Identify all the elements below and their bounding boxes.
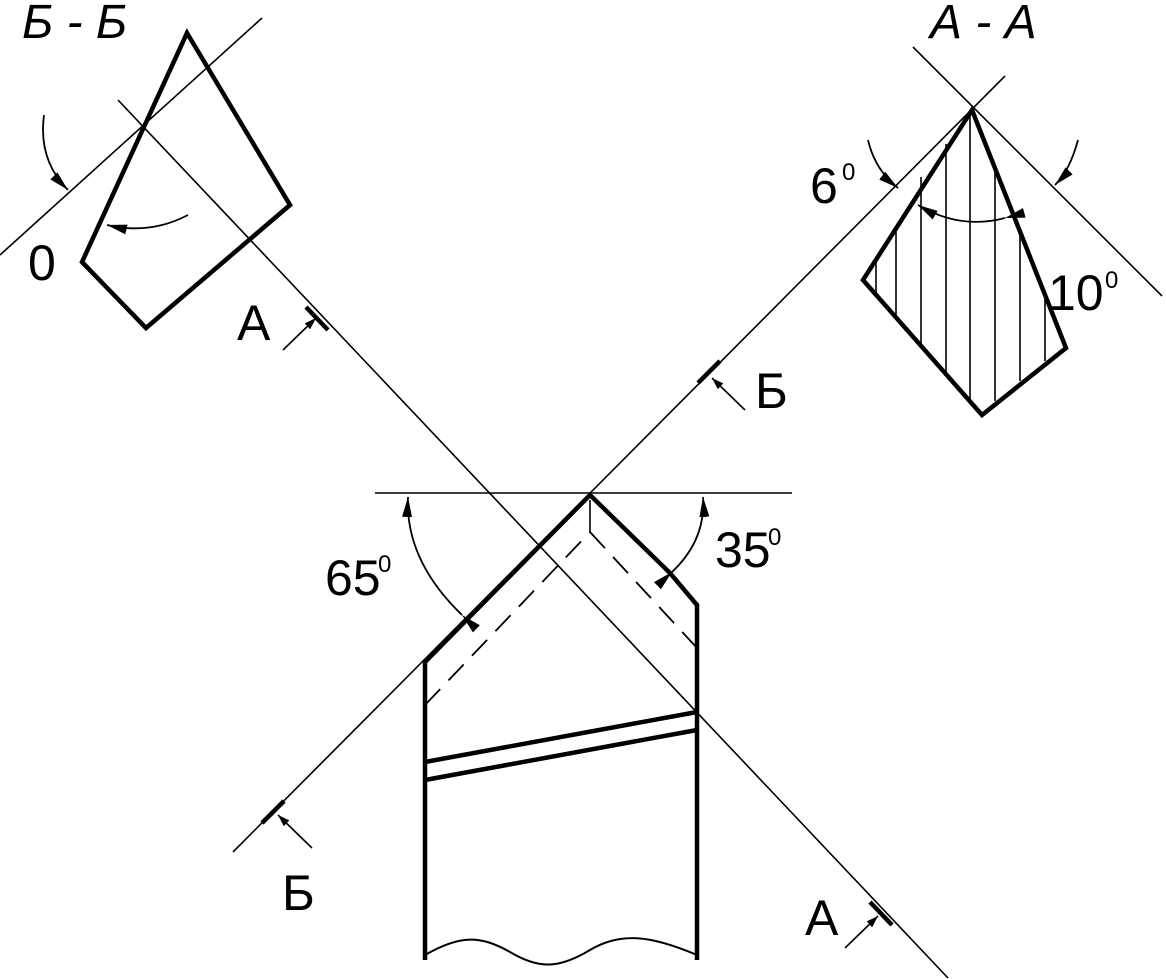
section-b-view: Б - Б 0 bbox=[0, 0, 293, 332]
hidden-edge-right bbox=[589, 531, 698, 649]
angle-6-arc bbox=[917, 204, 1026, 223]
angle-6-arrow-left bbox=[867, 139, 899, 189]
section-line-a bbox=[117, 99, 949, 979]
angle-10-degree: 0 bbox=[1105, 267, 1118, 294]
section-b-arrow-inner bbox=[106, 214, 189, 235]
tool-main-view: 65 0 35 0 bbox=[117, 75, 1006, 979]
section-a-outline bbox=[860, 105, 1069, 419]
section-b-outline bbox=[79, 28, 293, 332]
cut-a-lower-label: А bbox=[805, 890, 839, 946]
insert-line-lower bbox=[424, 727, 698, 783]
section-b-title: Б - Б bbox=[22, 0, 127, 49]
tool-body-outline bbox=[422, 491, 700, 960]
angle-65-arc bbox=[402, 496, 480, 633]
section-b-arrow-outer bbox=[42, 114, 69, 191]
cut-marker-b-lower: Б bbox=[260, 799, 315, 921]
angle-65-degree: 0 bbox=[378, 551, 391, 578]
angle-35-arc bbox=[654, 496, 710, 590]
angle-6-degree: 0 bbox=[842, 159, 855, 186]
angle-10-label: 10 bbox=[1048, 265, 1104, 321]
section-a-title: А - А bbox=[927, 0, 1037, 49]
section-line-b bbox=[232, 75, 1006, 853]
angle-10-arrow-right bbox=[1054, 139, 1079, 186]
angle-zero-label: 0 bbox=[28, 235, 56, 291]
hidden-edge-left bbox=[424, 531, 591, 706]
angle-65-label: 65 bbox=[325, 550, 381, 606]
cut-b-upper-label: Б bbox=[755, 363, 788, 419]
cut-marker-b-upper: Б bbox=[696, 359, 788, 419]
angle-6-label: 6 bbox=[810, 158, 838, 214]
cut-b-lower-label: Б bbox=[282, 865, 315, 921]
cut-a-upper-label: А bbox=[237, 295, 271, 351]
cut-marker-a-lower: А bbox=[805, 890, 894, 949]
break-line bbox=[424, 937, 698, 966]
angle-35-label: 35 bbox=[715, 522, 771, 578]
cut-marker-a-upper: А bbox=[237, 295, 330, 351]
section-a-hatch bbox=[875, 113, 1046, 401]
insert-line-upper bbox=[424, 709, 698, 765]
section-b-axis bbox=[0, 17, 263, 256]
angle-35-degree: 0 bbox=[768, 524, 781, 551]
section-a-axis bbox=[912, 46, 1163, 297]
section-a-view: А - А 6 0 10 0 bbox=[810, 0, 1163, 419]
